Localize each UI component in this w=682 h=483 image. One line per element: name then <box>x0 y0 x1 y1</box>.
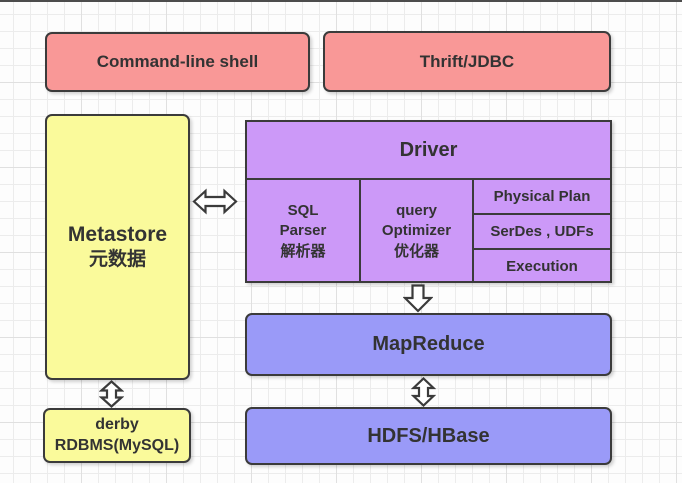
stage-physical-plan: Physical Plan <box>493 188 591 205</box>
driver-body: SQL Parser 解析器 query Optimizer 优化器 Physi… <box>247 180 610 283</box>
sql-parser-cell: SQL Parser 解析器 <box>247 180 361 283</box>
driver-box: Driver SQL Parser 解析器 query Optimizer 优化… <box>245 120 612 283</box>
hdfs-hbase-box: HDFS/HBase <box>245 407 612 465</box>
derby-rdbms-box: derby RDBMS(MySQL) <box>43 408 191 463</box>
hdfs-hbase-label: HDFS/HBase <box>367 424 490 447</box>
thrift-jdbc-label: Thrift/JDBC <box>419 51 515 71</box>
derby-label-line2: RDBMS(MySQL) <box>54 436 180 454</box>
driver-mapreduce-down-arrow-icon <box>403 284 433 313</box>
query-optimizer-line3: 优化器 <box>393 242 439 260</box>
sql-parser-line1: SQL <box>287 202 319 220</box>
metastore-label-zh: 元数据 <box>88 249 146 271</box>
stage-serdes-udfs: SerDes , UDFs <box>474 213 610 248</box>
metastore-box: Metastore 元数据 <box>45 114 190 380</box>
metastore-driver-double-arrow-icon <box>192 188 238 215</box>
command-line-shell-label: Command-line shell <box>96 52 259 71</box>
metastore-derby-double-arrow-icon <box>99 380 124 408</box>
sql-parser-line3: 解析器 <box>280 242 326 260</box>
sql-parser-line2: Parser <box>279 222 327 240</box>
thrift-jdbc-box: Thrift/JDBC <box>323 31 611 92</box>
driver-title: Driver <box>247 122 610 180</box>
derby-label-line1: derby <box>95 415 139 433</box>
driver-stages-column: Physical Plan SerDes , UDFs Execution <box>474 180 610 283</box>
query-optimizer-line1: query <box>396 202 437 220</box>
query-optimizer-line2: Optimizer <box>381 222 452 240</box>
mapreduce-hdfs-double-arrow-icon <box>411 377 436 407</box>
mapreduce-box: MapReduce <box>245 313 612 376</box>
metastore-label: Metastore <box>67 223 168 246</box>
mapreduce-label: MapReduce <box>372 333 485 355</box>
stage-execution: Execution <box>474 248 610 283</box>
query-optimizer-cell: query Optimizer 优化器 <box>361 180 474 283</box>
command-line-shell-box: Command-line shell <box>45 32 310 92</box>
